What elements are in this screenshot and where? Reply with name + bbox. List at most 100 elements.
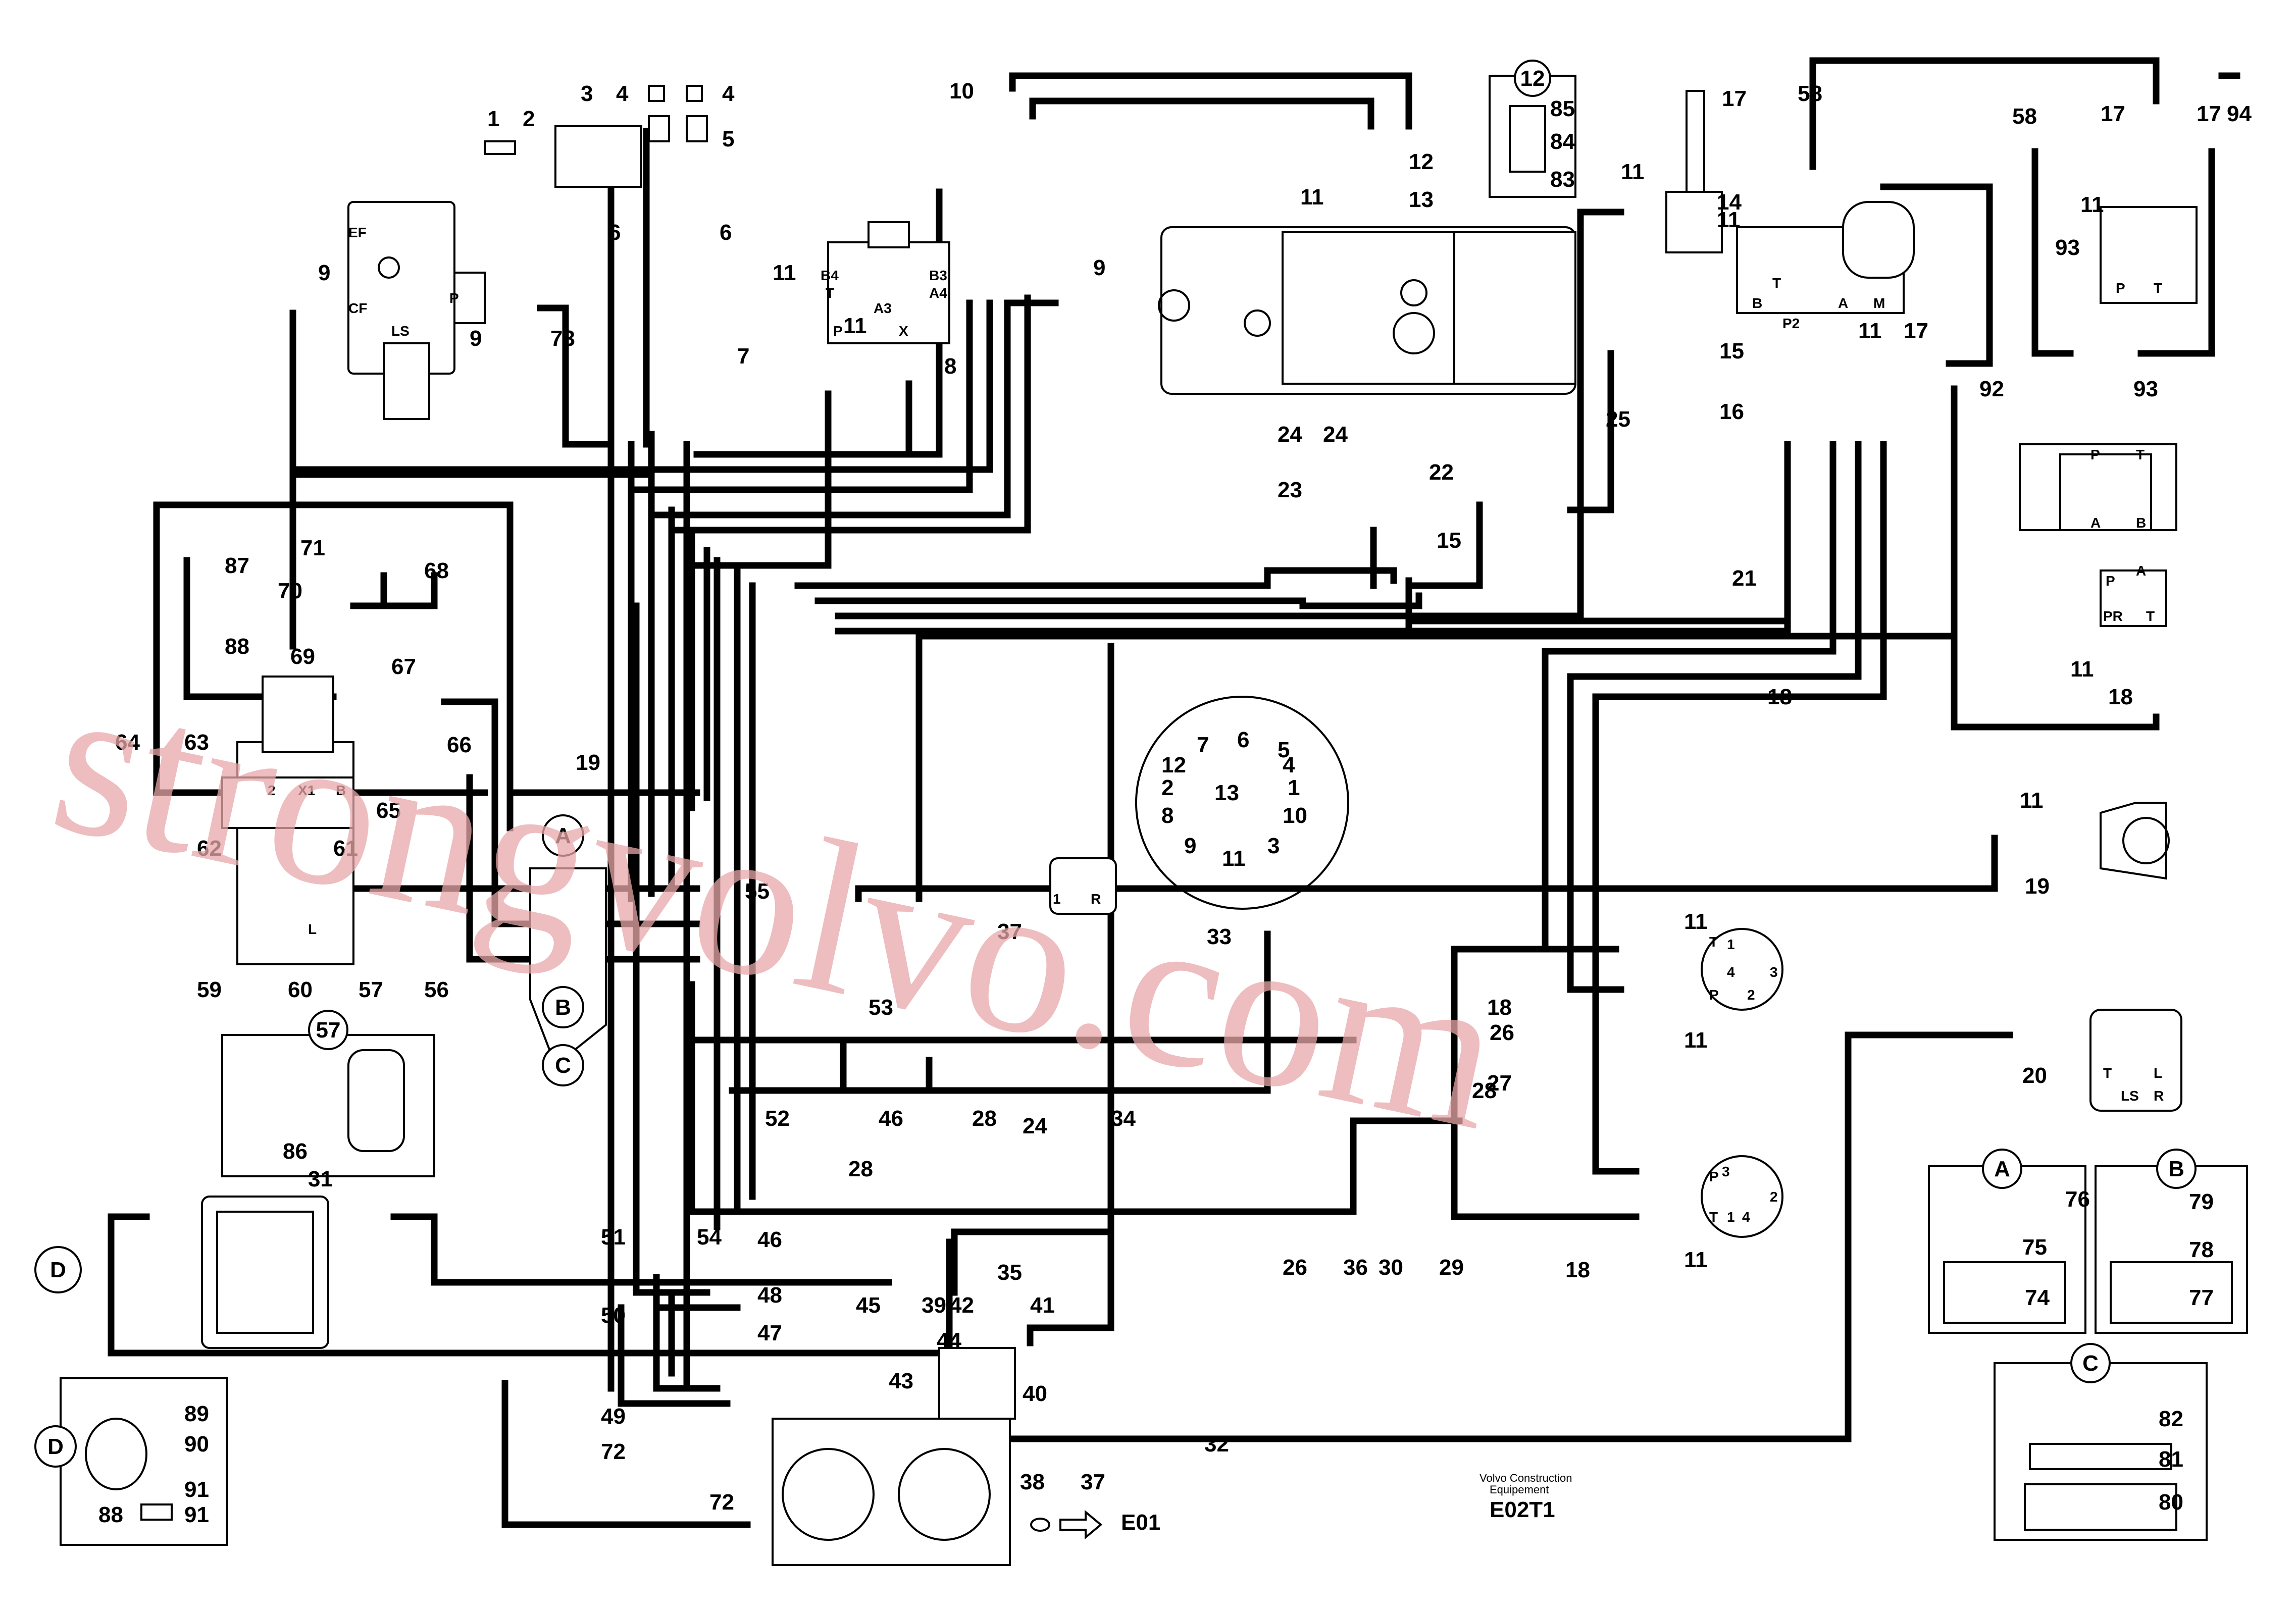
ref-inset-57: 57 [316,1018,341,1043]
svg-text:R: R [2154,1088,2164,1104]
svg-text:68: 68 [424,558,449,583]
svg-text:A: A [1838,295,1848,311]
svg-text:27: 27 [1487,1071,1512,1096]
svg-text:26: 26 [1283,1255,1307,1280]
svg-text:7: 7 [1197,733,1209,757]
svg-text:32: 32 [1204,1432,1229,1457]
svg-text:LS: LS [2121,1088,2139,1104]
svg-text:16: 16 [1719,399,1744,424]
svg-text:82: 82 [2159,1407,2183,1431]
svg-text:30: 30 [1379,1255,1403,1280]
svg-text:54: 54 [697,1225,722,1250]
svg-text:3: 3 [1770,964,1778,980]
svg-text:8: 8 [944,354,956,379]
svg-text:28: 28 [972,1106,997,1131]
svg-text:1: 1 [1053,891,1061,907]
svg-text:79: 79 [2189,1189,2214,1214]
svg-text:11: 11 [2070,657,2094,682]
svg-text:11: 11 [1684,1248,1708,1272]
svg-text:LS: LS [391,323,410,339]
svg-text:63: 63 [184,730,209,755]
svg-text:B: B [336,783,346,798]
svg-text:3: 3 [581,81,593,106]
right-arrow-icon [1059,1510,1103,1540]
company-name-2: Equipement [1490,1483,1549,1496]
svg-text:46: 46 [757,1227,782,1252]
svg-text:28: 28 [1472,1078,1497,1103]
ref-d: D [50,1258,66,1282]
svg-text:2: 2 [1161,775,1173,800]
svg-text:P: P [833,323,843,339]
svg-text:62: 62 [197,836,222,861]
svg-text:P: P [2090,447,2100,462]
svg-text:67: 67 [391,654,416,679]
shuttle-valve [2100,569,2167,627]
svg-text:25: 25 [1606,407,1630,432]
company-name: Volvo Construction [1479,1472,1572,1484]
svg-text:7: 7 [737,344,749,369]
svg-text:2: 2 [1770,1189,1778,1205]
svg-text:17: 17 [1904,319,1928,343]
dial-numbers: 6 7 5 12 4 1 2 8 13 10 9 11 3 [1161,728,1307,871]
svg-text:T: T [2146,608,2155,624]
svg-text:37: 37 [997,919,1022,944]
swivel-port-bottom [1701,1155,1783,1238]
svg-text:18: 18 [1565,1258,1590,1282]
svg-text:91: 91 [184,1502,209,1527]
svg-text:84: 84 [1550,129,1575,154]
inset-a [1928,1165,2086,1334]
ref-a: A [555,823,571,848]
svg-text:L: L [2154,1065,2162,1081]
svg-text:L: L [308,921,317,937]
svg-text:A4: A4 [929,285,947,301]
joystick [1665,191,1723,253]
svg-text:14: 14 [1717,190,1742,215]
svg-text:12: 12 [1409,149,1434,174]
svg-text:R: R [1091,891,1101,907]
svg-text:64: 64 [115,730,140,755]
hydraulic-lines [108,57,2240,1528]
ref-inset-a: A [1994,1157,2010,1181]
svg-text:46: 46 [879,1106,903,1131]
svg-text:11: 11 [843,314,867,338]
svg-text:17: 17 [1722,86,1747,111]
svg-text:P: P [1709,987,1719,1003]
svg-text:38: 38 [1020,1470,1045,1494]
rotary-sensor [2100,802,2167,880]
svg-text:13: 13 [1409,187,1434,212]
svg-text:15: 15 [1437,528,1461,553]
svg-text:43: 43 [889,1369,913,1393]
svg-text:70: 70 [278,579,302,603]
svg-text:11: 11 [1300,185,1324,210]
ref-c: C [555,1053,571,1078]
svg-text:X1: X1 [298,783,315,798]
svg-text:PR: PR [2103,608,2123,624]
svg-text:6: 6 [720,220,732,245]
svg-text:11: 11 [1621,160,1645,184]
svg-text:71: 71 [300,536,325,560]
svg-text:A3: A3 [874,300,892,316]
svg-text:1: 1 [1727,1209,1735,1225]
svg-text:89: 89 [184,1401,209,1426]
svg-text:A: A [2090,515,2101,531]
svg-text:17: 17 [2197,101,2221,126]
svg-text:61: 61 [333,836,358,861]
svg-text:17: 17 [2101,101,2125,126]
svg-text:59: 59 [197,977,222,1002]
svg-text:19: 19 [576,750,600,775]
svg-text:CF: CF [348,300,367,316]
pressure-switch [1049,857,1117,915]
svg-text:11: 11 [1684,909,1708,934]
svg-text:17: 17 [1904,319,1928,343]
subplate-block [827,241,950,344]
svg-text:91: 91 [184,1477,209,1502]
svg-text:9: 9 [470,326,482,351]
svg-text:1: 1 [1727,937,1735,952]
svg-text:T: T [1772,275,1781,291]
ref-inset-12: 12 [1520,66,1545,91]
svg-text:52: 52 [765,1106,790,1131]
svg-text:29: 29 [1439,1255,1464,1280]
orbitrol-steering-unit [2089,1009,2182,1112]
svg-text:73: 73 [550,326,575,351]
svg-text:93: 93 [2133,377,2158,401]
